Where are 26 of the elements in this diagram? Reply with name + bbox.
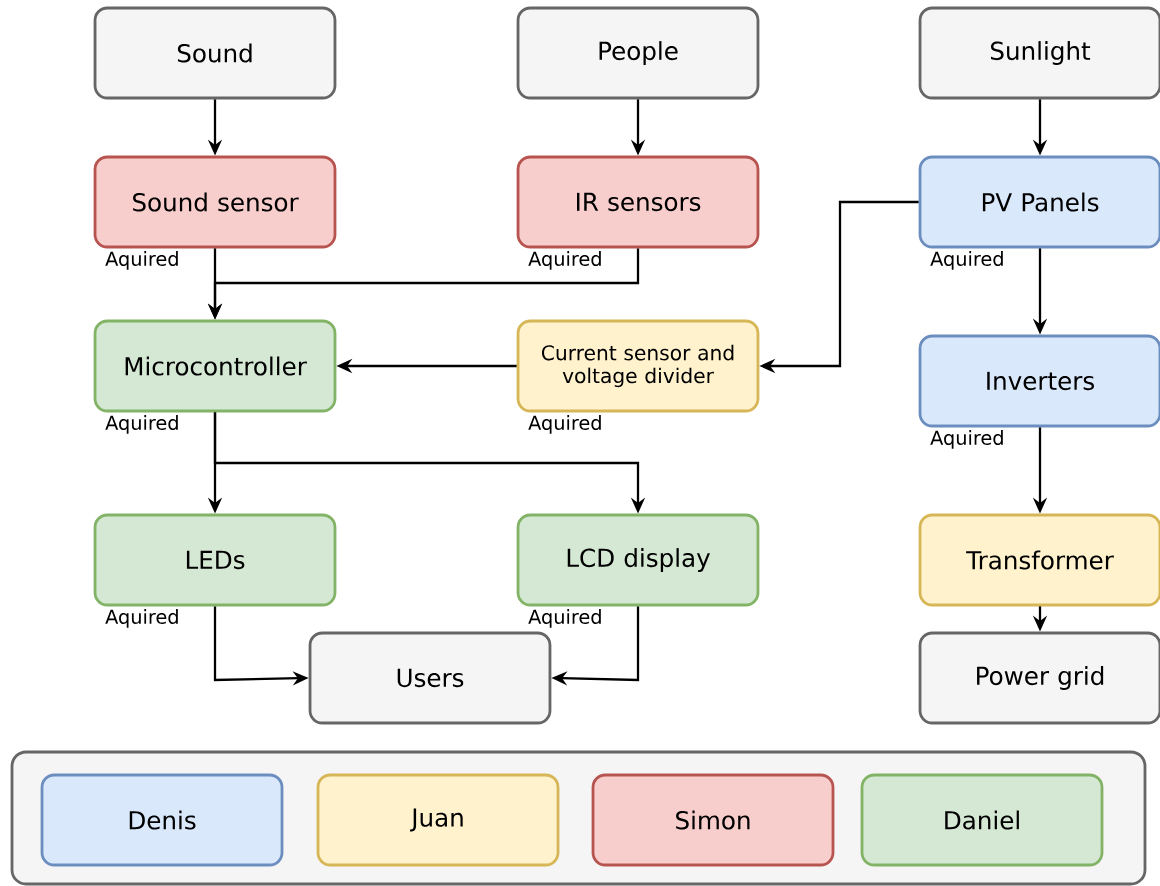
process-box: Users bbox=[308, 631, 552, 725]
process-box: Sound sensor bbox=[93, 155, 337, 249]
process-box: Power grid bbox=[918, 631, 1160, 725]
process-box: Transformer bbox=[918, 513, 1160, 607]
process-box: IR sensors bbox=[516, 155, 760, 249]
process-box: Microcontroller bbox=[93, 319, 337, 413]
status-label: Aquired bbox=[930, 430, 1003, 449]
legend-label: Daniel bbox=[945, 810, 1019, 830]
process-box: LEDs bbox=[93, 513, 337, 607]
status-label: Aquired bbox=[528, 609, 601, 628]
legend-label: Denis bbox=[129, 810, 196, 830]
process-box: People bbox=[516, 6, 760, 100]
process-box: Sunlight bbox=[918, 6, 1160, 100]
process-box: LCD display bbox=[516, 513, 760, 607]
status-label: Aquired bbox=[105, 609, 178, 628]
status-label: Aquired bbox=[105, 251, 178, 270]
status-label: Aquired bbox=[105, 415, 178, 434]
process-box: Sound bbox=[93, 6, 337, 100]
legend-label: Simon bbox=[676, 810, 750, 830]
process-box: Inverters bbox=[918, 334, 1160, 428]
status-label: Aquired bbox=[528, 251, 601, 270]
legend-label: Juan bbox=[410, 808, 463, 832]
status-label: Aquired bbox=[528, 415, 601, 434]
status-label: Aquired bbox=[930, 251, 1003, 270]
process-box: PV Panels bbox=[918, 155, 1160, 249]
process-box: Current sensor and voltage divider bbox=[516, 319, 760, 413]
